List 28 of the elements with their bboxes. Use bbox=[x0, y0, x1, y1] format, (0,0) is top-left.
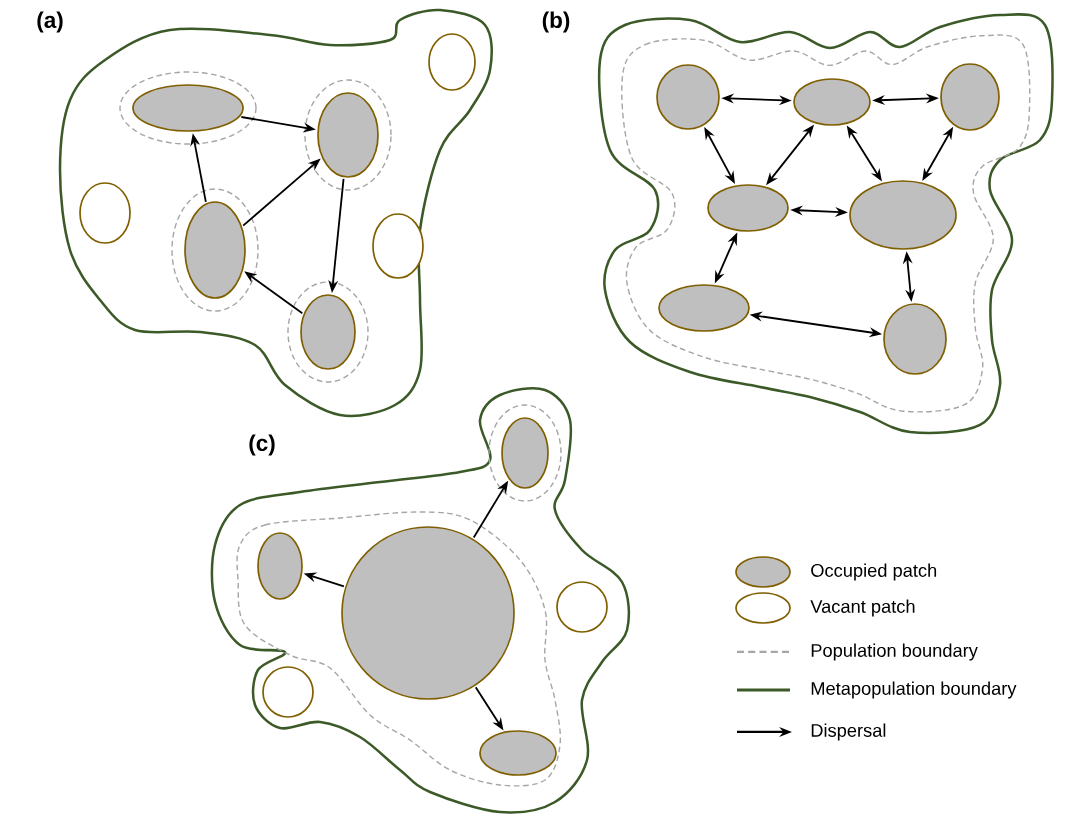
occupied-patch bbox=[501, 417, 549, 489]
panel-label: (a) bbox=[37, 11, 63, 33]
occupied-patch bbox=[793, 78, 871, 126]
occupied-patch bbox=[257, 532, 303, 600]
occupied-patch bbox=[184, 201, 246, 299]
occupied-patch bbox=[341, 526, 515, 700]
legend-label: Occupied patch bbox=[811, 563, 937, 581]
occupied-patch bbox=[317, 92, 379, 178]
occupied-patch bbox=[849, 180, 957, 250]
vacant-patch bbox=[372, 213, 424, 279]
panel-label: (b) bbox=[542, 11, 570, 33]
legend-label: Dispersal bbox=[811, 723, 886, 741]
vacant-patch bbox=[428, 33, 476, 91]
panel-label: (c) bbox=[249, 434, 275, 456]
occupied-patch bbox=[883, 303, 947, 375]
legend-label: Population boundary bbox=[811, 643, 978, 661]
occupied-patch bbox=[132, 84, 244, 132]
legend-label: Metapopulation boundary bbox=[811, 681, 1017, 699]
vacant-patch bbox=[556, 581, 608, 633]
occupied-patch bbox=[656, 64, 720, 130]
legend-label: Vacant patch bbox=[810, 599, 915, 617]
occupied-patch bbox=[707, 184, 789, 232]
occupied-patch bbox=[658, 284, 750, 332]
vacant-patch bbox=[262, 666, 314, 718]
occupied-patch bbox=[479, 730, 557, 776]
occupied-patch bbox=[300, 294, 356, 370]
vacant-patch bbox=[79, 182, 131, 244]
occupied-patch bbox=[940, 63, 1000, 131]
